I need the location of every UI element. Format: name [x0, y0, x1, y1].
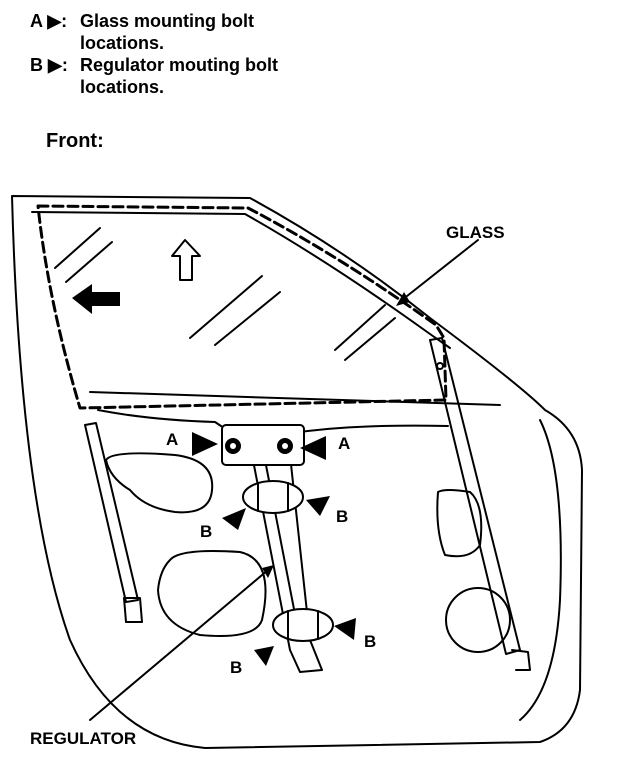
label-a-right: A	[338, 434, 350, 453]
window-frame	[31, 211, 451, 349]
legend-row-a: A ▶: Glass mounting bolt locations.	[30, 10, 300, 54]
label-b-1: B	[200, 522, 212, 541]
regulator-clamp-lower	[272, 608, 334, 642]
legend: A ▶: Glass mounting bolt locations. B ▶:…	[30, 10, 300, 98]
regulator-leader	[89, 569, 269, 721]
arrow-a-right	[300, 436, 326, 460]
glass-leader	[401, 239, 479, 301]
opening-lower	[157, 550, 267, 637]
arrow-b-2	[306, 496, 330, 516]
glass-label: GLASS	[446, 223, 505, 242]
arrow-b-1	[222, 508, 246, 530]
regulator-label: REGULATOR	[30, 729, 136, 748]
label-a-left: A	[166, 430, 178, 449]
opening-rear	[436, 489, 483, 558]
regulator-clamp-upper	[242, 480, 304, 514]
speaker-hole	[445, 587, 511, 653]
up-arrow-icon	[171, 239, 201, 281]
legend-desc-b: Regulator mouting bolt locations.	[80, 55, 278, 97]
label-b-2: B	[336, 507, 348, 526]
glass-outline	[36, 204, 448, 410]
glass-bracket	[221, 424, 305, 466]
label-b-4: B	[230, 658, 242, 677]
door-outline	[11, 195, 583, 749]
legend-key-b: B ▶:	[30, 55, 68, 75]
arrow-a-left	[192, 432, 218, 456]
arrow-b-4	[254, 646, 274, 666]
legend-row-b: B ▶: Regulator mouting bolt locations.	[30, 54, 300, 98]
belt-line	[89, 391, 501, 406]
front-arrow-icon	[72, 284, 120, 314]
legend-key-a: A ▶:	[30, 11, 68, 31]
opening-upper	[105, 452, 214, 514]
front-label: Front:	[46, 130, 104, 152]
arrow-b-3	[334, 618, 356, 640]
label-b-3: B	[364, 632, 376, 651]
legend-desc-a: Glass mounting bolt locations.	[80, 11, 254, 53]
